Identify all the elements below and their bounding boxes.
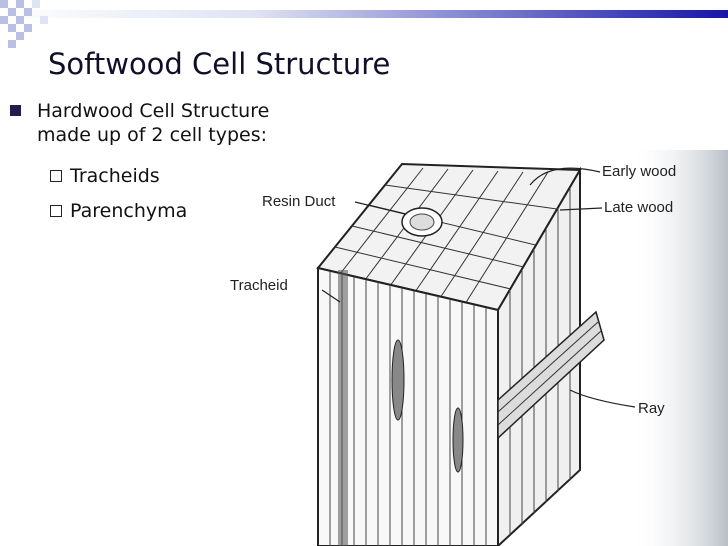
header-decoration [0,0,728,48]
hollow-square-bullet-icon [50,170,62,182]
label-early-wood: Early wood [602,163,676,180]
label-resin-duct: Resin Duct [262,193,336,210]
sub-bullet-text: Tracheids [70,165,160,187]
block-right-face [497,166,581,546]
ray-band [497,310,605,440]
bullet-text: Hardwood Cell Structure made up of 2 cel… [37,100,270,146]
sub-bullet-item: Tracheids [50,164,160,188]
square-bullet-icon [10,105,21,116]
label-tracheid: Tracheid [230,277,288,294]
hollow-square-bullet-icon [50,205,62,217]
softwood-cell-diagram: Resin Duct Tracheid Early wood Late wood… [230,150,728,546]
label-late-wood: Late wood [604,199,673,216]
sub-bullet-item: Parenchyma [50,199,187,223]
label-ray: Ray [638,400,665,417]
sub-bullet-text: Parenchyma [70,200,188,222]
slide-title: Softwood Cell Structure [48,47,391,81]
